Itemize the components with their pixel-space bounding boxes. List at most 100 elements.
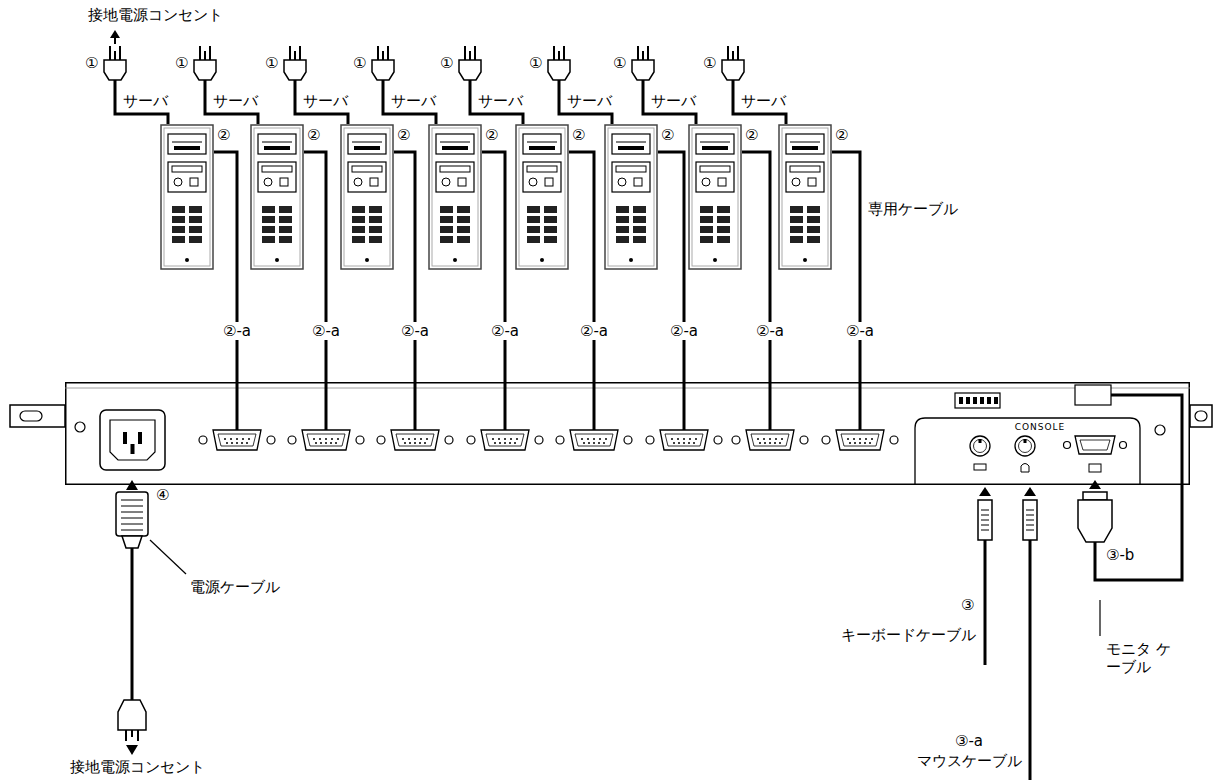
bay-line [352, 142, 382, 143]
panel-strip [527, 166, 557, 172]
ps2-key [979, 439, 982, 443]
dedicated-cable [304, 152, 326, 382]
dip-switch [955, 393, 1000, 408]
port-pin [759, 442, 761, 444]
vent-block [717, 206, 730, 213]
vent-block [457, 216, 470, 223]
ps2-plug [1023, 500, 1037, 540]
port-pin [599, 438, 601, 440]
vent-block [279, 226, 292, 233]
bay-slot [442, 146, 468, 150]
vent-block [790, 226, 803, 233]
port-pin [678, 442, 680, 444]
port-pin [426, 438, 428, 440]
port-pin [494, 442, 496, 444]
cable-label: ②-a [578, 322, 610, 340]
vent-block [440, 206, 453, 213]
vent-block [807, 216, 820, 223]
port-pin [424, 442, 426, 444]
arrow-shaft [114, 37, 116, 44]
dip-lever [987, 397, 991, 404]
port-pin [242, 438, 244, 440]
bay-line [616, 142, 646, 143]
vent-block [527, 226, 540, 233]
bay-line [700, 142, 730, 143]
dedicated-cable [742, 152, 770, 382]
vent-block [440, 236, 453, 243]
port-pin [315, 442, 317, 444]
plug-prong [637, 46, 639, 60]
port-screw [646, 436, 654, 444]
power-cord [559, 80, 612, 124]
port-screw [356, 436, 364, 444]
case-inner [608, 128, 654, 266]
bay-slot [618, 146, 644, 150]
server-case [605, 125, 657, 269]
port-pin [335, 442, 337, 444]
plug-prong [114, 51, 116, 60]
port-screw [800, 436, 808, 444]
server-case [161, 125, 213, 269]
vent-block [262, 206, 275, 213]
port-pin [763, 438, 765, 440]
vent-block [700, 206, 713, 213]
callout-number: ① [265, 54, 278, 72]
server-box: サーバ [688, 124, 742, 270]
plug-grip [981, 525, 989, 526]
server-front [688, 124, 742, 270]
port-pin [673, 442, 675, 444]
drive-bay [348, 134, 386, 154]
port-pin [313, 438, 315, 440]
vent-block [457, 206, 470, 213]
drive-bay [168, 134, 206, 154]
vent-block [633, 236, 646, 243]
callout-number: ① [175, 54, 188, 72]
cable-end [859, 382, 862, 430]
vent-block [352, 216, 365, 223]
port-pin [325, 442, 327, 444]
port-pin [420, 438, 422, 440]
server-label: サーバ [391, 92, 436, 110]
switch-panel [65, 382, 1190, 485]
port-pin [689, 438, 691, 440]
server-label: サーバ [741, 92, 786, 110]
plug-prong [737, 46, 739, 60]
dip-lever [959, 397, 963, 404]
plug-prong [563, 46, 565, 60]
port-screw [467, 436, 475, 444]
power-button [792, 178, 800, 186]
body-edge [65, 388, 1190, 389]
port-pin [504, 442, 506, 444]
port-inner [396, 434, 434, 446]
port-pin [757, 438, 759, 440]
vga-plug [1078, 500, 1112, 542]
port-pin [671, 438, 673, 440]
callout-number: ② [572, 126, 585, 144]
server-box: サーバ [340, 124, 394, 270]
cable-end [414, 382, 417, 430]
plug-prong [469, 51, 471, 60]
vent-block [369, 206, 382, 213]
vent-block [616, 216, 629, 223]
callout-number: ② [485, 126, 498, 144]
dip-lever [973, 397, 977, 404]
port-pin [330, 442, 332, 444]
port-screw [267, 436, 275, 444]
db15-port [660, 430, 708, 450]
drive-bay [436, 134, 474, 154]
port-pin [603, 442, 605, 444]
server-label: サーバ [651, 92, 696, 110]
power-inlet [100, 410, 165, 470]
callout-number: ② [397, 126, 410, 144]
port-pin [514, 442, 516, 444]
port-inner [1080, 440, 1110, 450]
port-pin [865, 438, 867, 440]
plug-prong [377, 46, 379, 60]
plug-prong [387, 46, 389, 60]
port-inner [751, 434, 789, 446]
ear-slot [20, 411, 42, 421]
status-dot [275, 258, 279, 262]
vent-block [544, 226, 557, 233]
callout-number: ③-b [1106, 546, 1134, 564]
plug-prong [474, 46, 476, 60]
